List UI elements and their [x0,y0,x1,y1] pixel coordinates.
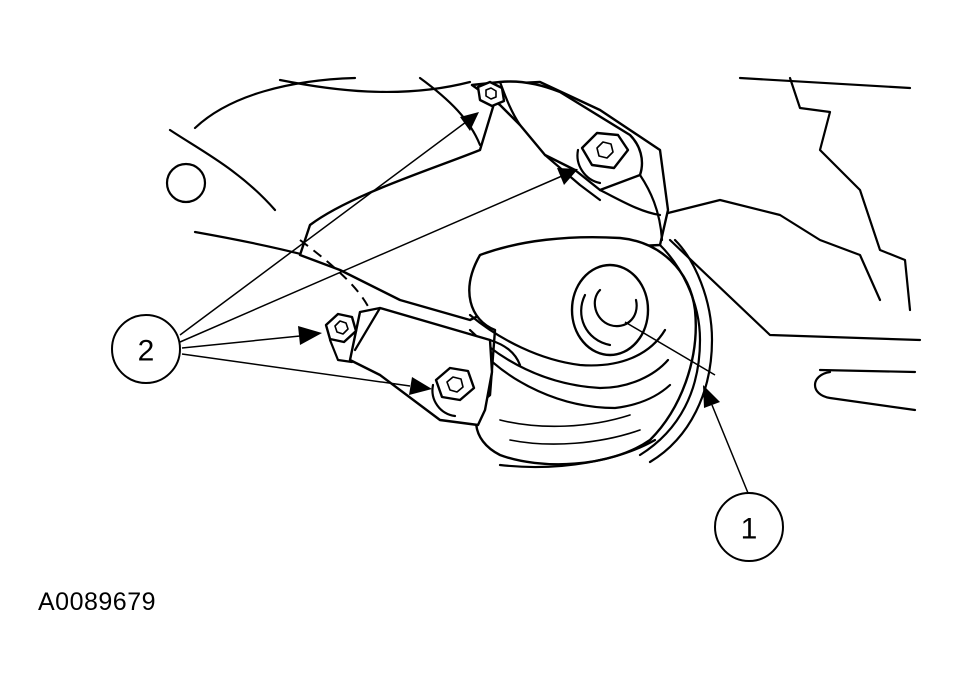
right-bracket-outline [658,76,922,412]
callout-circle [714,492,784,562]
engine-mount-body [298,80,714,469]
callout-number-2: 2 [138,335,155,368]
leader-lines-callout-2 [179,112,578,395]
leader-lines-callout-1 [624,321,749,494]
bolt-lower-left [324,312,358,364]
callout-circle [111,314,181,384]
callout-number-1: 1 [741,513,758,546]
bolt-lower-right [431,366,476,418]
background-engine-outline [165,76,482,264]
arrowhead [298,326,322,345]
arrowhead [409,377,432,395]
mount-bushing [570,263,650,357]
mounting-hole [165,162,207,204]
bolt-upper-left [476,80,506,108]
arrowhead [703,385,720,408]
callout-1: 1 [714,492,784,562]
callout-2: 2 [111,314,181,384]
arrowhead [557,168,578,185]
figure-id-label: A0089679 [38,588,157,616]
bolt-upper-right [576,131,630,185]
arrowhead [460,112,479,131]
